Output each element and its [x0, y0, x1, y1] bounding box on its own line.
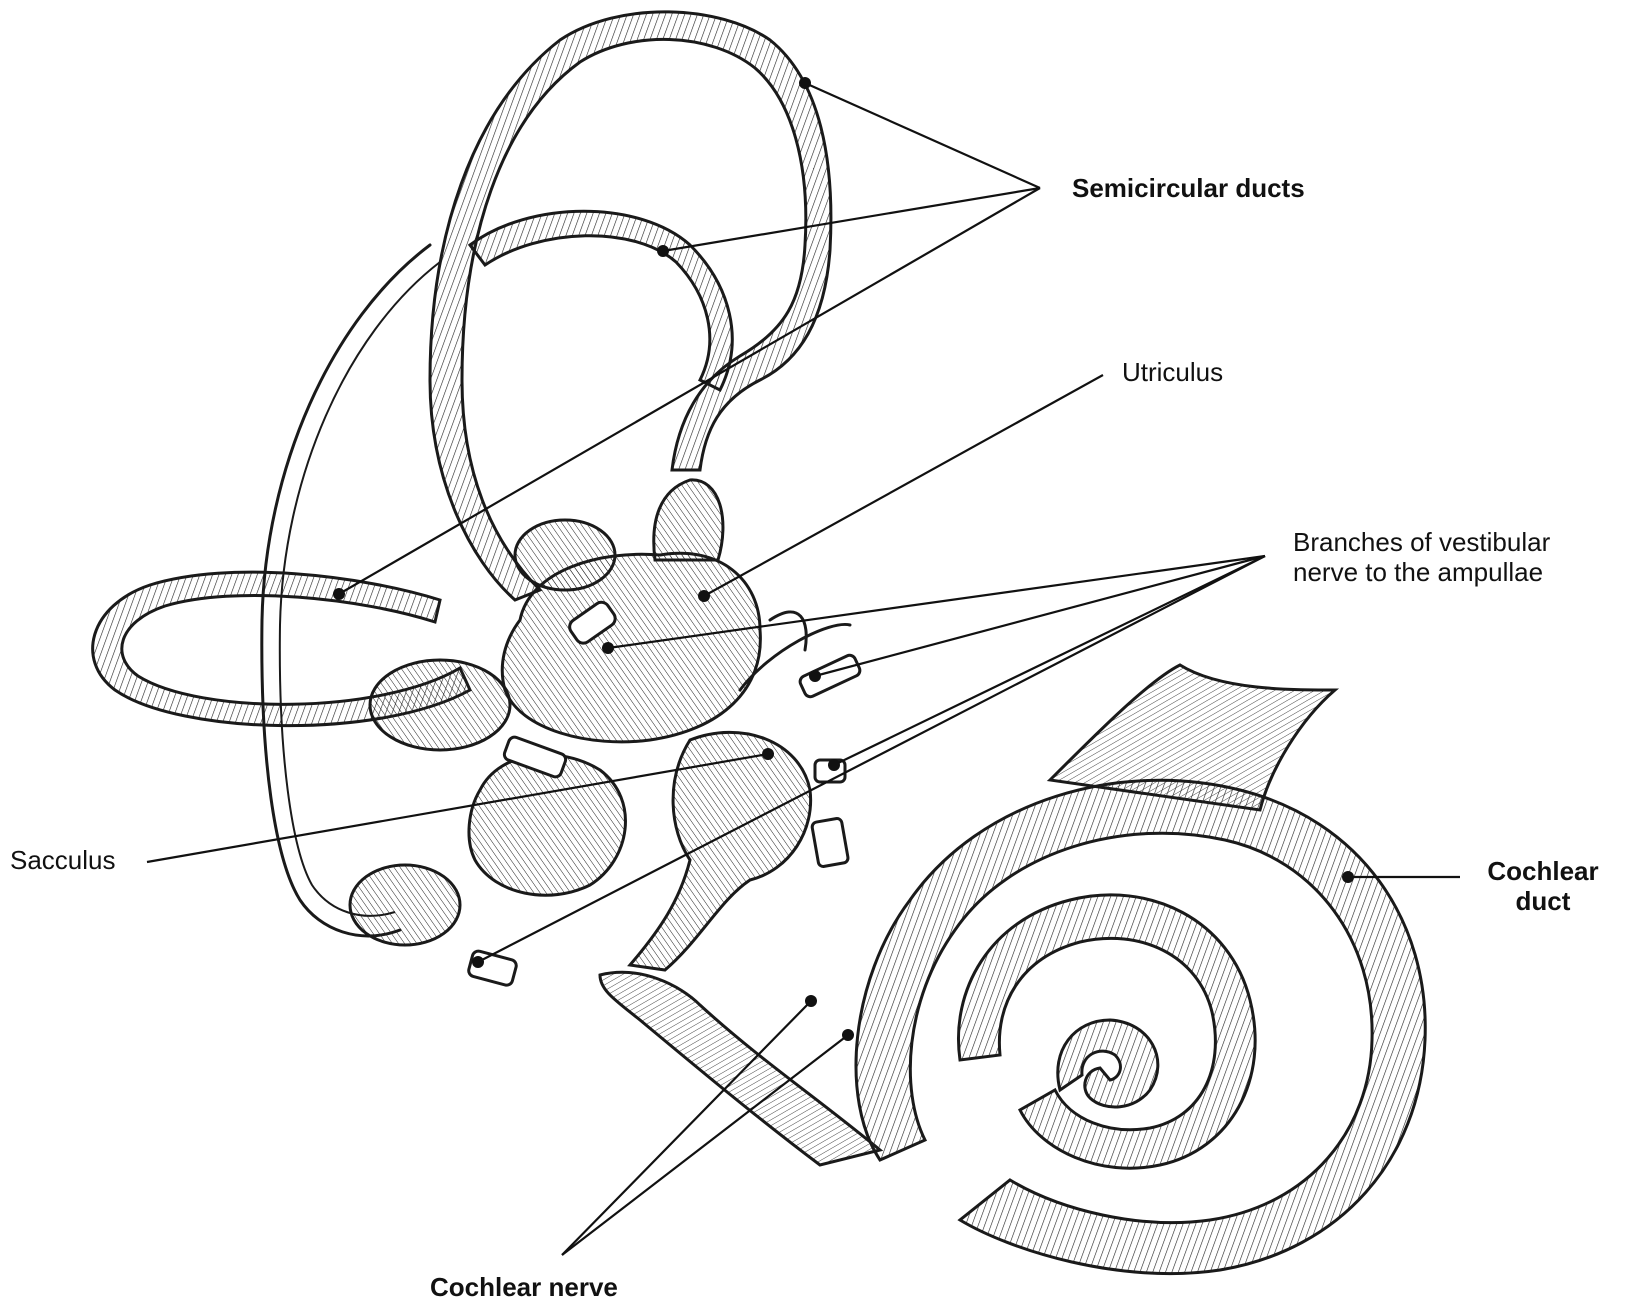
label-cochlear-duct: Cochlear duct	[1468, 857, 1618, 917]
posterior-arch-duct	[470, 211, 732, 390]
utriculus-body	[502, 480, 760, 742]
leader-branches-2	[815, 556, 1265, 676]
label-cochlear-nerve: Cochlear nerve	[430, 1273, 618, 1303]
label-branches-line2: nerve to the ampullae	[1293, 558, 1550, 588]
label-sacculus: Sacculus	[10, 846, 116, 876]
leader-utriculus	[704, 375, 1103, 596]
anterior-semicircular-duct	[430, 12, 831, 600]
label-semicircular-ducts: Semicircular ducts	[1072, 174, 1305, 204]
label-cochlear-duct-line2: duct	[1468, 887, 1618, 917]
label-branches-of-vestibular-nerve: Branches of vestibular nerve to the ampu…	[1293, 528, 1550, 588]
label-utriculus: Utriculus	[1122, 358, 1223, 388]
ductus-reuniens	[630, 732, 811, 970]
leader-semicircular-1	[805, 83, 1040, 188]
label-branches-line1: Branches of vestibular	[1293, 528, 1550, 558]
cochlear-duct-spiral	[856, 780, 1425, 1273]
label-cochlear-duct-line1: Cochlear	[1468, 857, 1618, 887]
